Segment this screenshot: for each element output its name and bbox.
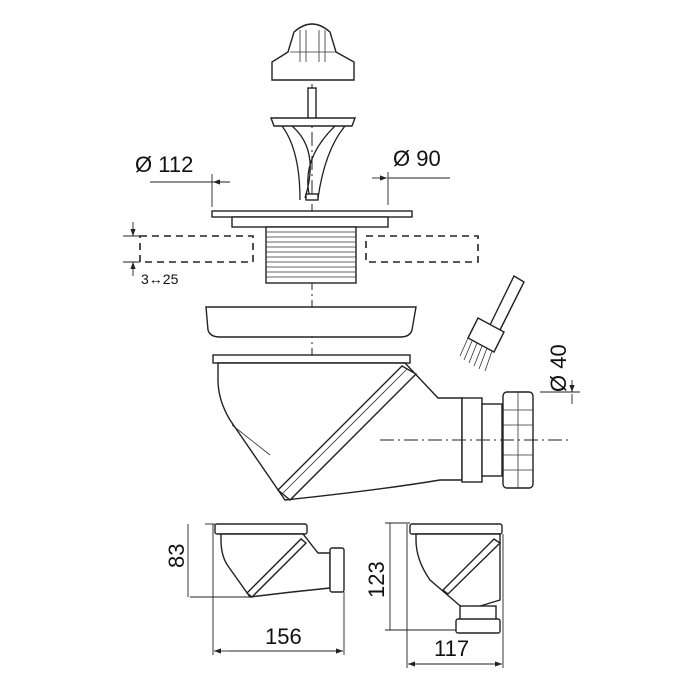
flange-diameter-label: Ø 112	[135, 152, 193, 177]
gasket-ring	[205, 306, 417, 338]
plug-knob	[271, 23, 355, 81]
flange-diameter-dimension: Ø 112	[135, 152, 230, 207]
width-high-label: 117	[434, 636, 469, 661]
sink-wall-left	[139, 235, 254, 263]
brush-icon	[459, 275, 525, 372]
height-low-label: 83	[164, 544, 189, 568]
high-profile-view: 123 117	[364, 522, 504, 668]
thread-diameter-label: Ø 90	[393, 146, 441, 171]
thickness-label: 3↔25	[141, 271, 179, 287]
flange-threaded-body	[211, 210, 413, 284]
outlet-diameter-dimension: Ø 40	[540, 344, 580, 404]
waste-body	[212, 354, 534, 501]
sink-wall-right	[365, 235, 479, 263]
thread-diameter-dimension: Ø 90	[372, 146, 450, 205]
thickness-dimension: 3↔25	[123, 222, 179, 287]
height-high-label: 123	[364, 561, 389, 598]
outlet-diameter-label: Ø 40	[546, 344, 571, 392]
length-low-label: 156	[265, 624, 302, 649]
low-profile-view: 83 156	[164, 523, 345, 655]
plug-stem	[307, 87, 317, 123]
strainer-basket	[269, 117, 357, 201]
